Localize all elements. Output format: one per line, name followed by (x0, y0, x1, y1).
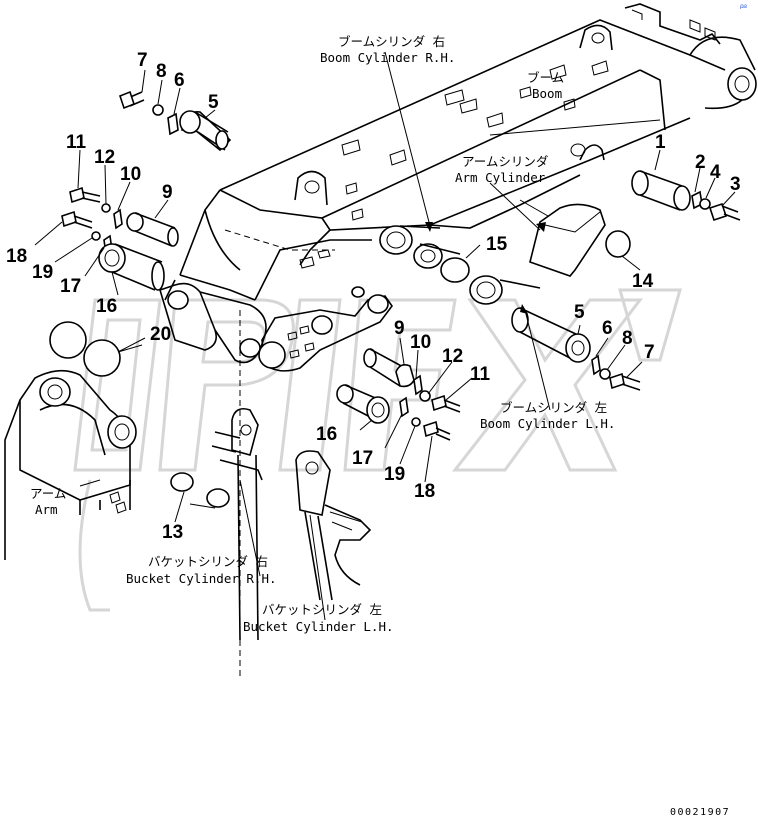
callout-5-upper: 5 (208, 92, 219, 113)
callout-16-center: 16 (316, 424, 337, 445)
callout-13: 13 (162, 522, 183, 543)
bucket-cylinder-lh (295, 450, 372, 601)
callout-19-center: 19 (384, 464, 405, 485)
callout-6-right: 6 (602, 318, 613, 339)
label-boom-jp: ブーム (527, 70, 564, 85)
callout-1: 1 (655, 132, 666, 153)
label-arm-cyl-jp: アームシリンダ (462, 154, 548, 169)
callout-3: 3 (730, 174, 741, 195)
watermark (73, 288, 682, 612)
leader-lines (34, 51, 736, 621)
label-bucket-cyl-lh-en: Bucket Cylinder L.H. (243, 619, 394, 634)
callout-18-left: 18 (6, 246, 27, 267)
pin-group-right-lower (511, 307, 641, 391)
callout-9-left: 9 (162, 182, 173, 203)
callout-11-center: 11 (470, 364, 491, 385)
callout-15: 15 (486, 234, 508, 255)
callout-6-upper: 6 (174, 70, 185, 91)
callout-10-center: 10 (410, 332, 431, 353)
callout-19-left: 19 (32, 262, 53, 283)
pin-group-left (49, 186, 179, 377)
callout-12-left: 12 (94, 147, 115, 168)
callout-7-right: 7 (644, 342, 655, 363)
callout-16-left: 16 (96, 296, 117, 317)
callout-20: 20 (150, 324, 171, 345)
corner-mark: ᵖᵃ (739, 2, 747, 12)
arrow-arm-cyl (536, 222, 546, 232)
boom-structure (179, 3, 757, 305)
callout-10-left: 10 (120, 164, 141, 185)
label-arm-jp: アーム (30, 486, 66, 501)
callout-14: 14 (632, 271, 654, 292)
bucket-cylinder-rh (211, 407, 263, 641)
label-boom-cyl-rh-jp: ブームシリンダ 右 (338, 34, 445, 49)
callout-8-upper: 8 (156, 61, 167, 82)
callout-17-left: 17 (60, 276, 81, 297)
label-arm-en: Arm (35, 502, 58, 517)
label-boom-cyl-lh-en: Boom Cylinder L.H. (480, 416, 615, 431)
callout-8-right: 8 (622, 328, 633, 349)
shim-group-13 (170, 472, 230, 509)
label-bucket-cyl-rh-en: Bucket Cylinder R.H. (126, 571, 277, 586)
callout-4: 4 (710, 162, 721, 183)
label-arm-cyl-en: Arm Cylinder (455, 170, 546, 185)
callout-5-right: 5 (574, 302, 585, 323)
arm-structure (4, 209, 393, 680)
arm-cylinder (519, 199, 606, 277)
label-boom-en: Boom (532, 86, 562, 101)
label-boom-cyl-rh-en: Boom Cylinder R.H. (320, 50, 455, 65)
callout-17-center: 17 (352, 448, 373, 469)
callout-numbers: 7 8 6 5 11 12 10 9 18 19 17 16 20 1 2 4 … (6, 50, 741, 543)
callout-12-center: 12 (442, 346, 463, 367)
component-labels: ブームシリンダ 右 Boom Cylinder R.H. ブーム Boom アー… (30, 34, 615, 634)
label-boom-cyl-lh-jp: ブームシリンダ 左 (500, 400, 607, 415)
arrow-boom-cyl-lh (520, 304, 528, 314)
callout-18-center: 18 (414, 481, 435, 502)
pin-group-upper-left (119, 90, 232, 152)
drawing-code: 00021907 (670, 807, 730, 818)
callout-11-left: 11 (66, 132, 87, 153)
callout-2: 2 (695, 152, 706, 173)
pin-group-center (336, 348, 461, 441)
callout-9-center: 9 (394, 318, 405, 339)
arrow-boom-cyl-rh (425, 222, 433, 232)
callout-7-upper: 7 (137, 50, 148, 71)
label-bucket-cyl-lh-jp: バケットシリンダ 左 (262, 602, 382, 617)
label-bucket-cyl-rh-jp: バケットシリンダ 右 (148, 554, 268, 569)
pin-group-right-upper (605, 170, 741, 258)
